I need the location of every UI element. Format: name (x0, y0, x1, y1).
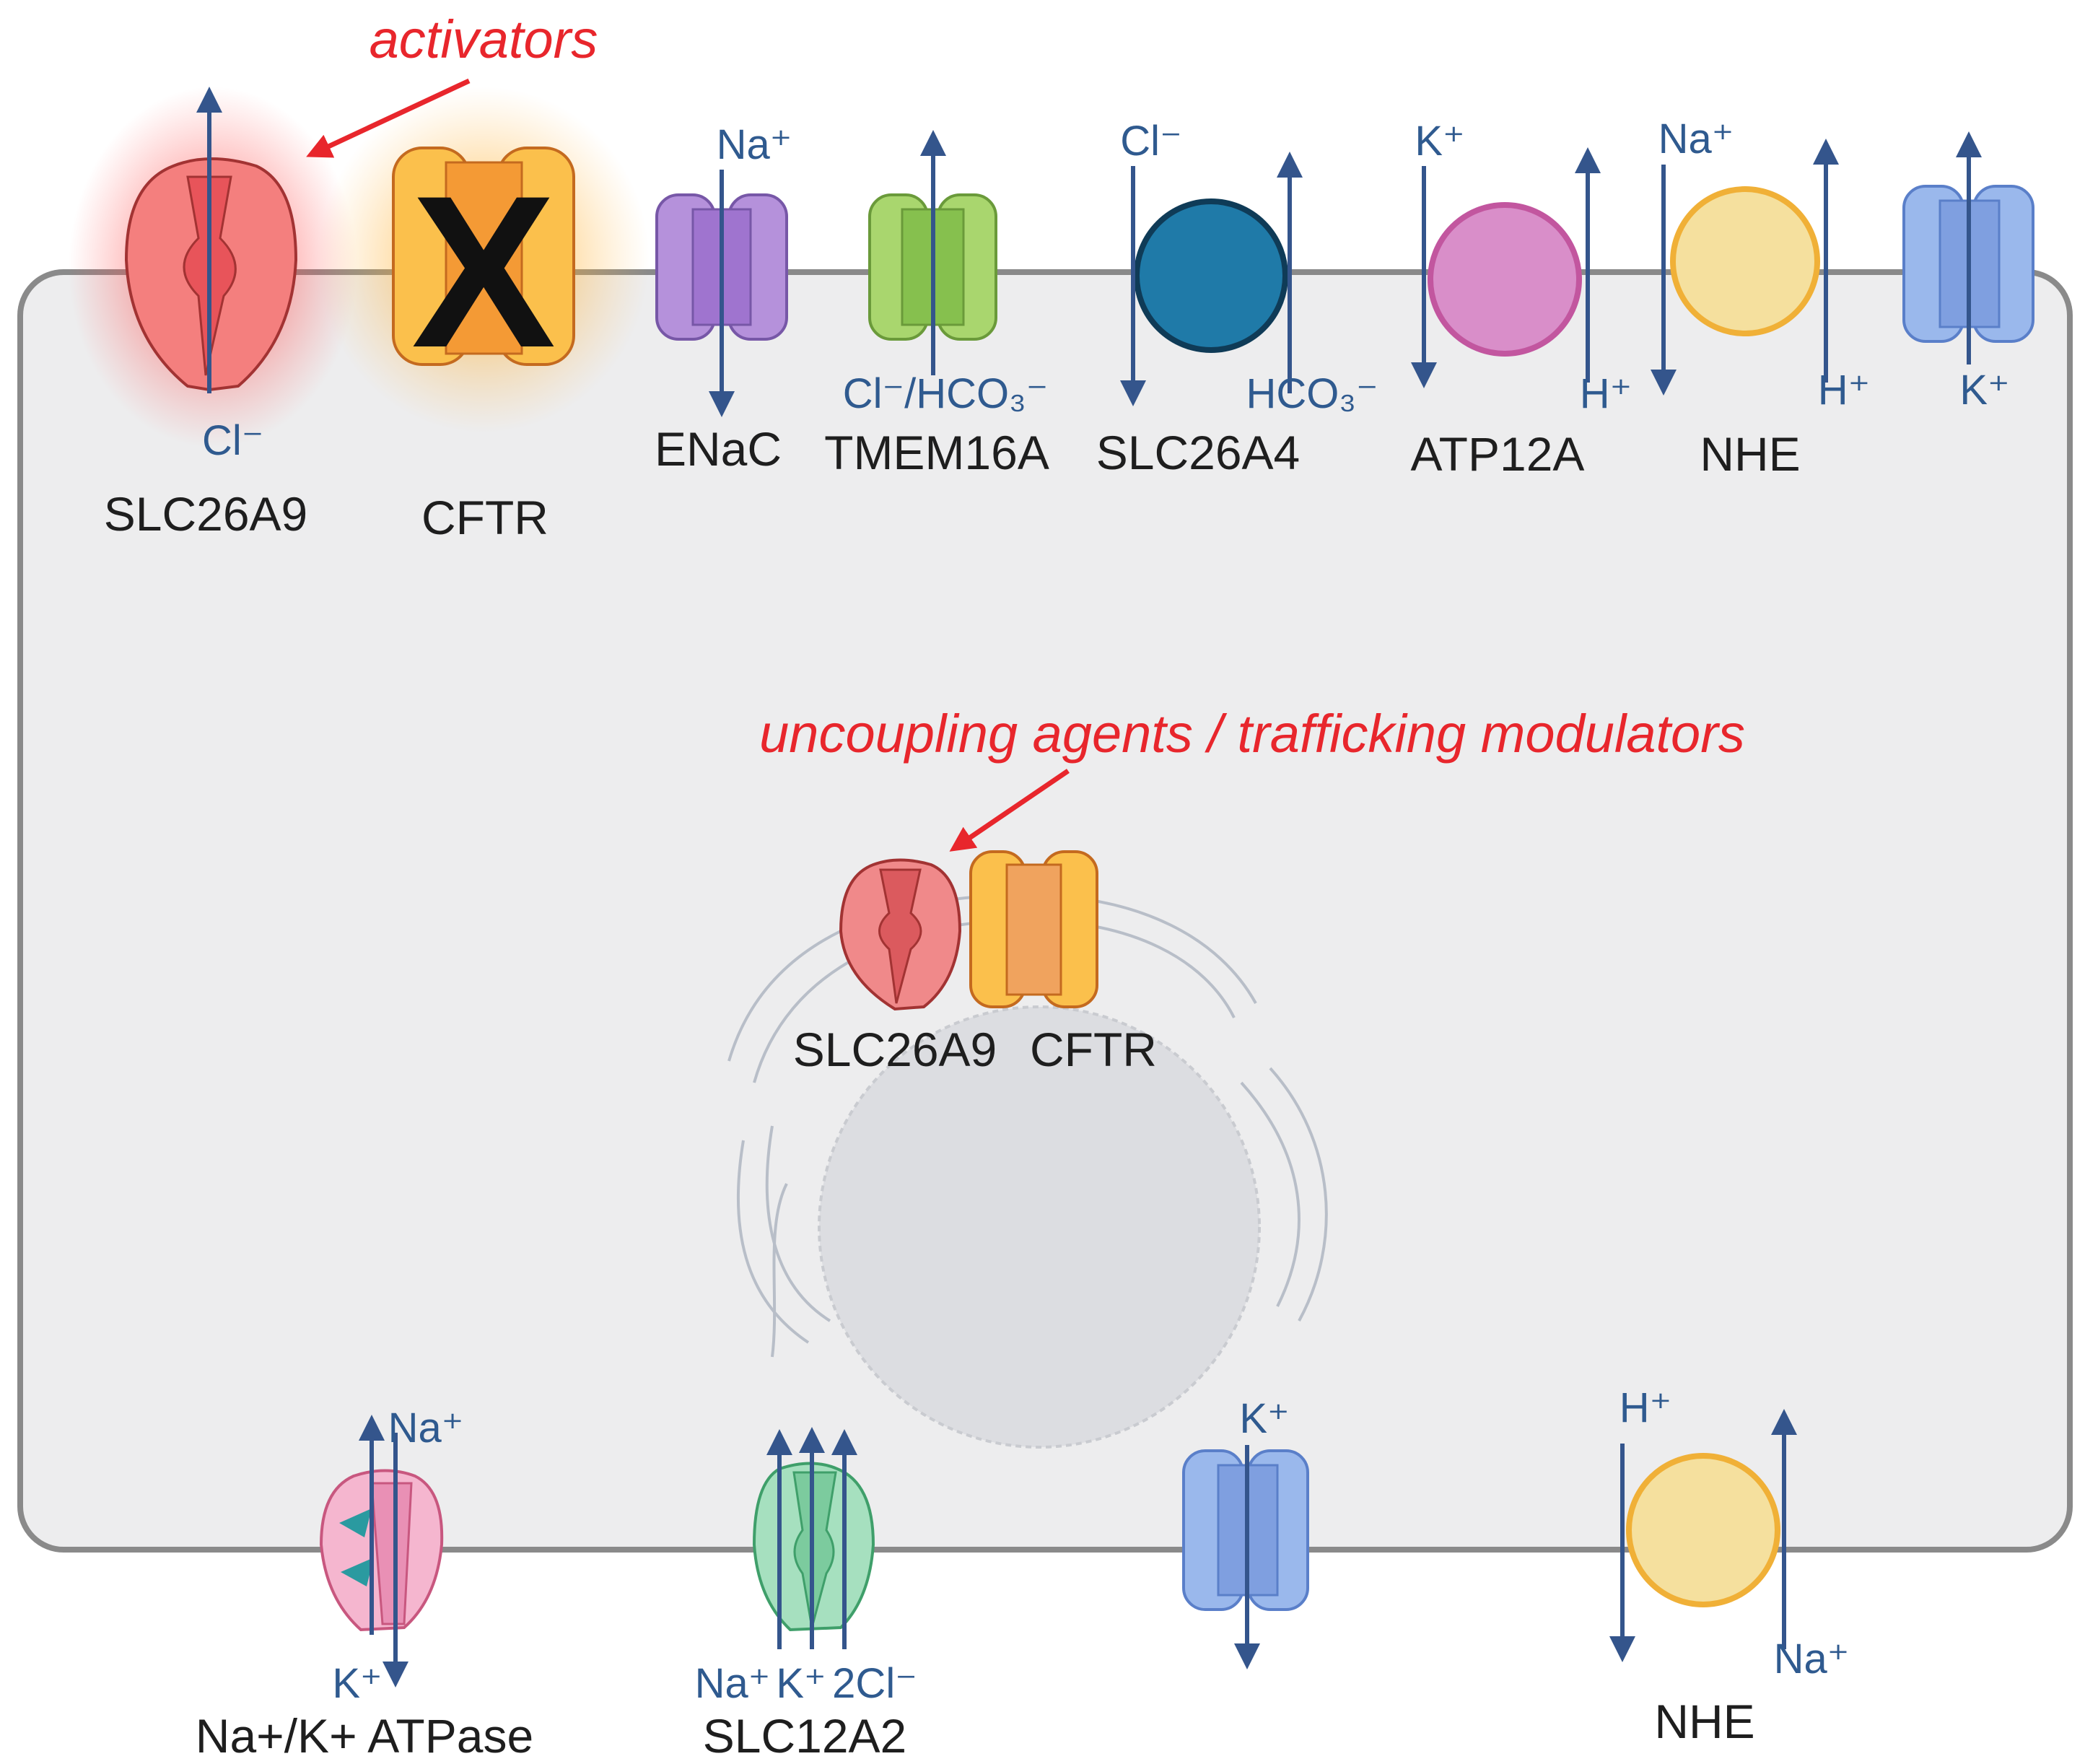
slc26a4-ion-out: HCO₃⁻ (1246, 370, 1378, 417)
slc12a2-ion-na: Na⁺ (695, 1660, 771, 1707)
nhe-basolateral-ion-out: Na⁺ (1774, 1636, 1850, 1682)
atp12a-ion-in: K⁺ (1415, 118, 1464, 165)
basolateral-slc12a2: Na⁺ K⁺ 2Cl⁻ SLC12A2 (695, 1427, 917, 1763)
slc12a2-ion-k: K⁺ (776, 1660, 826, 1707)
apical-cftr: X CFTR (392, 147, 575, 544)
basolateral-k-channel: K⁺ (1182, 1395, 1309, 1669)
apical-nhe: Na⁺ H⁺ NHE (1651, 115, 1871, 481)
basolateral-nhe: H⁺ Na⁺ NHE (1609, 1384, 1850, 1748)
nhe-apical-ion-out: H⁺ (1818, 367, 1871, 414)
nhe-apical-ion-in: Na⁺ (1658, 115, 1734, 162)
cftr-blocked-mark: X (411, 150, 557, 393)
slc12a2-label: SLC12A2 (703, 1709, 907, 1763)
k-channel-basolateral-ion: K⁺ (1239, 1395, 1289, 1442)
nak-atpase-ion-down: K⁺ (332, 1660, 382, 1707)
enac-label: ENaC (655, 422, 782, 476)
k-channel-apical-ion: K⁺ (1959, 367, 2009, 414)
apical-tmem16a: Cl⁻/HCO₃⁻ TMEM16A (824, 130, 1049, 479)
activators-annotation: activators (370, 9, 598, 69)
slc26a9-ion-label: Cl⁻ (202, 417, 263, 464)
basolateral-nak-atpase: Na⁺ K⁺ Na+/K+ ATPase (196, 1405, 533, 1763)
slc26a9-label: SLC26A9 (104, 487, 308, 541)
tmem16a-label: TMEM16A (824, 426, 1049, 479)
apical-enac: Na⁺ ENaC (655, 121, 792, 476)
atp12a-label: ATP12A (1411, 427, 1585, 481)
intracellular-slc26a9: SLC26A9 (793, 858, 997, 1076)
activators-arrow (306, 78, 471, 158)
enac-ion-label: Na⁺ (717, 121, 792, 168)
nak-atpase-label: Na+/K+ ATPase (196, 1709, 533, 1763)
slc26a4-label: SLC26A4 (1096, 426, 1301, 479)
slc26a4-ion-in: Cl⁻ (1120, 118, 1181, 165)
modulators-arrow (949, 769, 1070, 852)
nhe-basolateral-label: NHE (1654, 1695, 1754, 1748)
slc12a2-ion-cl: 2Cl⁻ (832, 1660, 917, 1707)
apical-slc26a9: Cl⁻ SLC26A9 (104, 87, 308, 541)
modulators-annotation: uncoupling agents / trafficking modulato… (759, 704, 1745, 764)
apical-k-channel: K⁺ (1902, 131, 2034, 414)
apical-atp12a: K⁺ H⁺ ATP12A (1411, 118, 1632, 481)
nhe-apical-label: NHE (1700, 427, 1800, 481)
nak-atpase-ion-up: Na⁺ (388, 1405, 464, 1451)
apical-slc26a4: Cl⁻ HCO₃⁻ SLC26A4 (1096, 118, 1378, 479)
cftr-label: CFTR (421, 491, 548, 544)
intracellular-slc26a9-label: SLC26A9 (793, 1023, 997, 1076)
intracellular-cftr: CFTR (969, 850, 1157, 1076)
nhe-basolateral-ion-in: H⁺ (1620, 1384, 1672, 1431)
intracellular-cftr-label: CFTR (1030, 1023, 1157, 1076)
nucleus (818, 1005, 1261, 1449)
atp12a-ion-out: H⁺ (1580, 370, 1632, 417)
tmem16a-ion-label: Cl⁻/HCO₃⁻ (843, 370, 1049, 417)
